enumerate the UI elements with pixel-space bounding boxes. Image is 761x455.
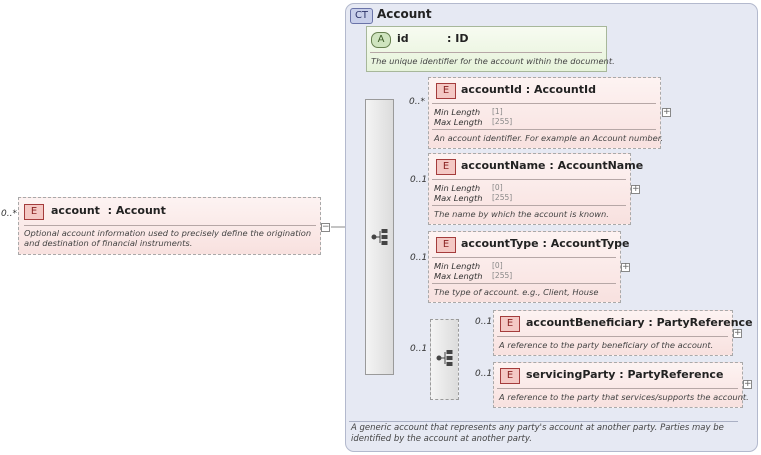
plus-icon[interactable]: + — [662, 107, 671, 117]
element-multiplicity: 0..1 — [475, 369, 493, 379]
element-title: servicingParty : PartyReference — [526, 368, 723, 381]
divider — [370, 52, 602, 53]
root-element-name: account — [51, 204, 100, 217]
facet-max-length-value: [255] — [492, 117, 513, 126]
element-description: The type of account. e.g., Client, House — [434, 287, 599, 297]
element-multiplicity: 0..1 — [410, 175, 428, 185]
element-type: : AccountName — [549, 159, 644, 172]
element-badge-icon: E — [436, 237, 456, 253]
facet-max-length-value: [255] — [492, 193, 513, 202]
element-title: accountBeneficiary : PartyReference — [526, 316, 753, 329]
element-badge-icon: E — [436, 83, 456, 99]
element-name: accountType — [461, 237, 539, 250]
root-multiplicity: 0..* — [1, 209, 17, 219]
facet-min-length-value: [0] — [492, 261, 503, 270]
divider — [497, 336, 728, 337]
divider — [432, 179, 626, 180]
element-badge-icon: E — [24, 204, 44, 220]
attribute-description: The unique identifier for the account wi… — [371, 56, 615, 66]
element-type: : AccountId — [525, 83, 596, 96]
plus-icon[interactable]: + — [733, 328, 742, 338]
element-title: accountId : AccountId — [461, 83, 596, 96]
facet-max-length-label: Max Length — [434, 271, 483, 281]
element-badge-icon: E — [436, 159, 456, 175]
element-accountType[interactable] — [428, 231, 621, 303]
root-element-title: account : Account — [51, 204, 166, 217]
element-description: An account identifier. For example an Ac… — [434, 133, 664, 143]
divider — [432, 257, 616, 258]
facet-max-length-label: Max Length — [434, 117, 483, 127]
element-badge-icon: E — [500, 368, 520, 384]
element-multiplicity: 0..1 — [410, 253, 428, 263]
root-element-account[interactable] — [18, 197, 321, 255]
root-element-description: Optional account information used to pre… — [24, 228, 312, 248]
divider — [432, 283, 616, 284]
attribute-id[interactable] — [366, 26, 607, 72]
attribute-badge-icon: A — [371, 32, 391, 48]
element-name: accountName — [461, 159, 546, 172]
attribute-type: : ID — [447, 32, 469, 45]
divider — [497, 388, 738, 389]
element-description: A reference to the party beneficiary of … — [499, 340, 714, 350]
divider — [24, 225, 316, 226]
facet-max-length-value: [255] — [492, 271, 513, 280]
plus-icon[interactable]: + — [621, 262, 630, 272]
element-description: The name by which the account is known. — [434, 209, 609, 219]
element-servicingParty[interactable] — [493, 362, 743, 408]
element-multiplicity: 0..* — [409, 97, 425, 107]
element-name: accountBeneficiary — [526, 316, 645, 329]
divider — [432, 129, 656, 130]
element-badge-icon: E — [500, 316, 520, 332]
plus-icon[interactable]: + — [743, 379, 752, 389]
divider — [432, 205, 626, 206]
facet-max-length-label: Max Length — [434, 193, 483, 203]
sequence-compositor-icon — [371, 229, 388, 245]
sequence-multiplicity: 0..1 — [410, 344, 428, 354]
complex-type-name: Account — [377, 7, 432, 21]
element-name: accountId — [461, 83, 522, 96]
element-accountId[interactable] — [428, 77, 661, 149]
divider — [432, 103, 656, 104]
facet-min-length-label: Min Length — [434, 107, 481, 117]
root-element-type: : Account — [107, 204, 166, 217]
element-type: : PartyReference — [619, 368, 724, 381]
element-description: A reference to the party that services/s… — [499, 392, 749, 402]
complex-type-description: A generic account that represents any pa… — [351, 423, 724, 444]
element-accountName[interactable] — [428, 153, 631, 225]
element-title: accountName : AccountName — [461, 159, 643, 172]
element-type: : AccountType — [542, 237, 630, 250]
facet-min-length-label: Min Length — [434, 261, 481, 271]
facet-min-length-label: Min Length — [434, 183, 481, 193]
collapse-toggle-icon[interactable]: − — [321, 222, 330, 232]
attribute-name: id — [397, 32, 409, 45]
divider — [349, 421, 738, 422]
element-type: : PartyReference — [648, 316, 753, 329]
element-accountBeneficiary[interactable] — [493, 310, 733, 356]
sequence-compositor-icon — [436, 350, 453, 366]
facet-min-length-value: [1] — [492, 107, 503, 116]
complex-type-badge-icon: CT — [350, 8, 373, 24]
element-title: accountType : AccountType — [461, 237, 629, 250]
element-multiplicity: 0..1 — [475, 317, 493, 327]
facet-min-length-value: [0] — [492, 183, 503, 192]
element-name: servicingParty — [526, 368, 616, 381]
plus-icon[interactable]: + — [631, 184, 640, 194]
